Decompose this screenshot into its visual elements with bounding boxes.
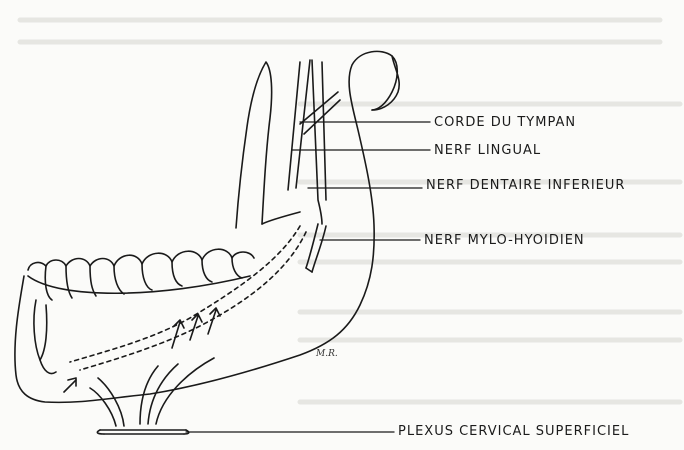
- cervical-plexus-branches: [90, 358, 214, 434]
- teeth-row: [28, 249, 254, 300]
- label-corde-du-tympan: CORDE DU TYMPAN: [434, 115, 576, 130]
- label-plexus-cervical-superficiel: PLEXUS CERVICAL SUPERFICIEL: [398, 424, 629, 439]
- artist-signature: M.R.: [315, 349, 338, 359]
- pathway-arrows: [64, 308, 220, 392]
- coronoid-process: [236, 62, 272, 228]
- mandible-outline: [15, 51, 397, 402]
- leader-lines: [186, 122, 430, 432]
- label-nerf-dentaire-inferieur: NERF DENTAIRE INFERIEUR: [426, 178, 625, 193]
- label-nerf-lingual: NERF LINGUAL: [434, 143, 541, 158]
- mandibular-canal: [70, 226, 300, 362]
- label-nerf-mylo-hyoidien: NERF MYLO-HYOIDIEN: [424, 233, 585, 248]
